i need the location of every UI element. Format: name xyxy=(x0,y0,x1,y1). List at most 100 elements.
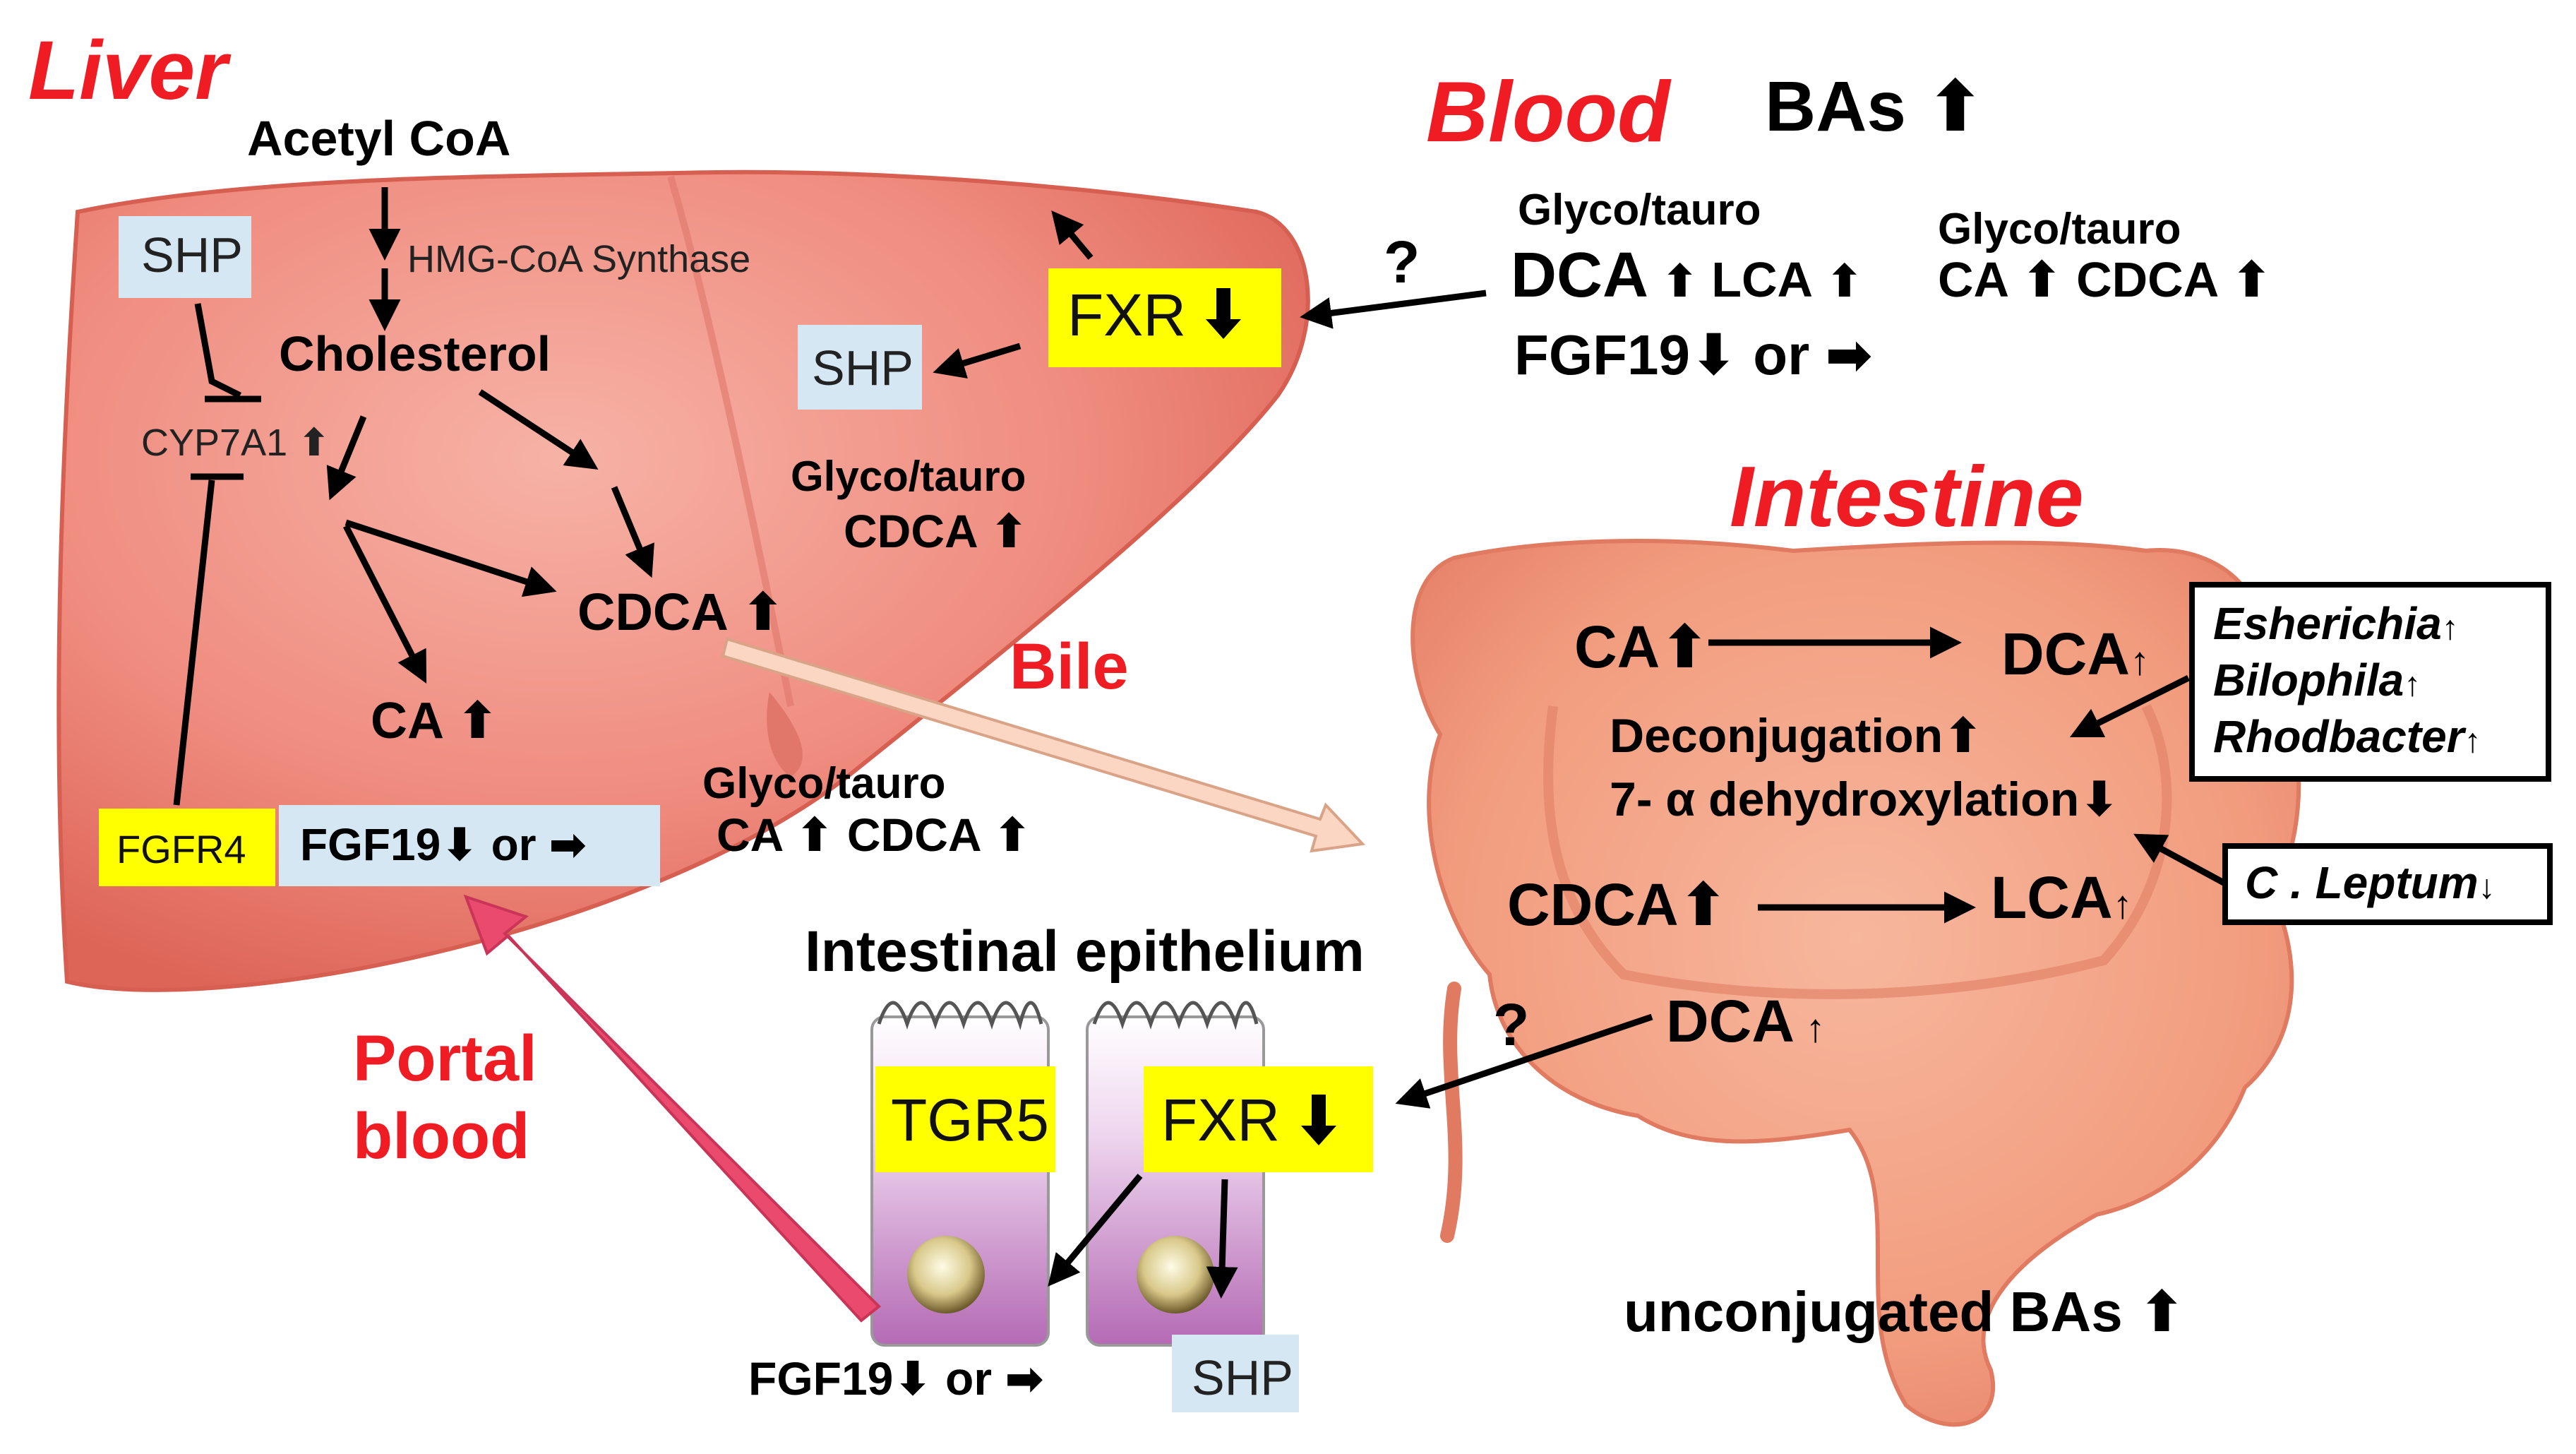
fxr-label-epithelium: FXR xyxy=(1161,1087,1280,1153)
esherichia-up-arrow: ↑ xyxy=(2442,609,2459,647)
lca-up-arrow-blood: ⬆ xyxy=(1813,256,1863,306)
glyco-tauro-blood-2: Glyco/tauro xyxy=(1938,205,2181,254)
fxr-down-liver xyxy=(1206,288,1241,339)
bacteria-bilophila: Bilophila↑ xyxy=(2213,655,2421,705)
ca-text-bile: CA xyxy=(717,809,783,861)
c-leptum-label: C . Leptum↓ xyxy=(2245,857,2496,908)
question-blood: ? xyxy=(1384,229,1420,295)
liver-illustration xyxy=(56,169,1310,992)
cholesterol-label: Cholesterol xyxy=(279,326,551,381)
lca-intestine: LCA↑ xyxy=(1991,864,2133,931)
liver-title: Liver xyxy=(28,24,232,117)
intestinal-epithelium-title: Intestinal epithelium xyxy=(805,919,1365,984)
ca-up-arrow-intestine: ⬆ xyxy=(1660,614,1709,680)
cdca-text-bile: CDCA xyxy=(847,809,981,861)
cyp7a1-text: CYP7A1 xyxy=(141,422,287,464)
blood-title: Blood xyxy=(1426,64,1672,160)
cdca-liver: CDCA ⬆ xyxy=(577,583,785,641)
unconjugated-up-arrow: ⬆ xyxy=(2123,1280,2186,1343)
bas-up-arrow: ⬆ xyxy=(1906,67,1985,146)
dca-lca-blood: DCA ⬆ LCA ⬆ xyxy=(1511,240,1863,311)
shp-label-liver: SHP xyxy=(141,227,243,282)
fgfr4-label: FGFR4 xyxy=(116,827,246,871)
shp-box-epithelium xyxy=(1172,1335,1299,1412)
dca-up-arrow-intestine: ↑ xyxy=(2130,638,2150,683)
dca2-intestine: DCA ↑ xyxy=(1666,988,1826,1054)
fgf19-epithelium: FGF19⬇ or ➡ xyxy=(748,1352,1044,1405)
deconjugation-up-arrow: ⬆ xyxy=(1943,709,1983,763)
glyco-tauro-blood-1: Glyco/tauro xyxy=(1518,186,1761,234)
cdca-intestine: CDCA⬆ xyxy=(1507,871,1728,938)
fgf19-text-liver: FGF19 xyxy=(300,819,441,870)
ca-up-arrow-blood: ⬆ xyxy=(2008,252,2077,307)
or-text-epithelium: or xyxy=(945,1352,992,1405)
lca-up-arrow-intestine: ↑ xyxy=(2113,882,2133,926)
epithelial-cells xyxy=(870,1001,1265,1347)
deconjugation-label: Deconjugation⬆ xyxy=(1610,709,1983,763)
glyco-tauro-bile: Glyco/tauro xyxy=(702,759,946,808)
unconjugated-bas: unconjugated BAs ⬆ xyxy=(1624,1280,2186,1343)
unconjugated-text: unconjugated BAs xyxy=(1624,1280,2123,1343)
rhodbacter-up-arrow: ↑ xyxy=(2464,722,2481,760)
glyco-tauro-liver: Glyco/tauro xyxy=(791,453,1026,500)
fgf19-right-arrow-blood: ➡ xyxy=(1809,323,1872,386)
bacteria-esherichia: Esherichia↑ xyxy=(2213,598,2459,649)
c-leptum-text: C . Leptum xyxy=(2245,857,2479,908)
or-text-blood: or xyxy=(1753,323,1809,386)
hmg-coa-synthase-label: HMG-CoA Synthase xyxy=(407,238,750,280)
cdca-up-arrow: ⬆ xyxy=(726,583,785,641)
cdca-up-arrow-intestine: ⬆ xyxy=(1679,871,1728,938)
dca2-text: DCA xyxy=(1666,988,1795,1054)
c-leptum-box xyxy=(2222,843,2553,925)
fgf19-down-arrow-epithelium: ⬇ xyxy=(893,1352,945,1405)
cdca-liver-glyco: CDCA ⬆ xyxy=(844,505,1029,557)
shp-label-epithelium: SHP xyxy=(1192,1350,1293,1405)
or-text-liver: or xyxy=(491,819,537,870)
fxr-box-liver xyxy=(1048,268,1281,367)
ca-cdca-blood: CA ⬆ CDCA ⬆ xyxy=(1938,252,2272,307)
dca-up-arrow-blood: ⬆ xyxy=(1648,256,1711,306)
fgf19-right-arrow-epithelium: ➡ xyxy=(992,1352,1044,1405)
cdca-text-blood: CDCA xyxy=(2076,252,2218,307)
dca-text-intestine: DCA xyxy=(2001,621,2130,687)
cdca-text: CDCA xyxy=(577,583,727,641)
ca-text-intestine: CA xyxy=(1574,614,1660,680)
bacteria-box xyxy=(2189,582,2551,782)
cdca-text-intestine: CDCA xyxy=(1507,871,1679,938)
dca-intestine: DCA↑ xyxy=(2001,621,2150,687)
fgf19-right-arrow-liver: ➡ xyxy=(537,819,587,870)
fxr-label-liver: FXR xyxy=(1067,282,1186,348)
intestine-arrows xyxy=(1395,626,2226,1109)
bacteria-rhodbacter: Rhodbacter↑ xyxy=(2213,711,2481,762)
bas-blood: BAs ⬆ xyxy=(1765,67,1985,146)
dehydroxylation-down-arrow: ⬇ xyxy=(2079,773,2119,826)
blood-label-portal: blood xyxy=(353,1100,529,1172)
dca2-up-arrow: ↑ xyxy=(1795,1006,1826,1050)
fgf19-down-arrow-blood: ⬇ xyxy=(1690,323,1753,386)
fgf19-box-liver xyxy=(279,805,660,886)
nucleus-right xyxy=(1137,1236,1214,1313)
shp-label-liver-2: SHP xyxy=(812,340,913,395)
ca-intestine: CA⬆ xyxy=(1574,614,1710,680)
ca-up-arrow: ⬆ xyxy=(442,693,498,749)
acetyl-coa-label: Acetyl CoA xyxy=(247,111,510,166)
dehydroxylation-label: 7- α dehydroxylation⬇ xyxy=(1610,773,2119,826)
fxr-down-epithelium xyxy=(1301,1095,1336,1145)
lca-text-blood: LCA xyxy=(1711,252,1813,307)
rhodbacter-text: Rhodbacter xyxy=(2213,711,2467,762)
bile-label: Bile xyxy=(1010,631,1129,703)
cdca-up-arrow-blood: ⬆ xyxy=(2217,252,2272,307)
esherichia-text: Esherichia xyxy=(2213,598,2442,649)
fgf19-text-epithelium: FGF19 xyxy=(748,1352,893,1405)
question-intestine: ? xyxy=(1493,991,1529,1058)
fgf19-down-arrow-liver: ⬇ xyxy=(441,819,491,870)
cyp7a1-label: CYP7A1 ⬆ xyxy=(141,422,330,464)
tgr5-box xyxy=(875,1066,1055,1172)
cdca-text-glyco: CDCA xyxy=(844,505,977,557)
bilophila-up-arrow: ↑ xyxy=(2404,666,2421,703)
fxr-box-epithelium xyxy=(1144,1066,1373,1172)
cyp7a1-up-arrow: ⬆ xyxy=(287,422,330,464)
bilophila-text: Bilophila xyxy=(2213,655,2404,705)
portal-label: Portal xyxy=(353,1023,537,1095)
